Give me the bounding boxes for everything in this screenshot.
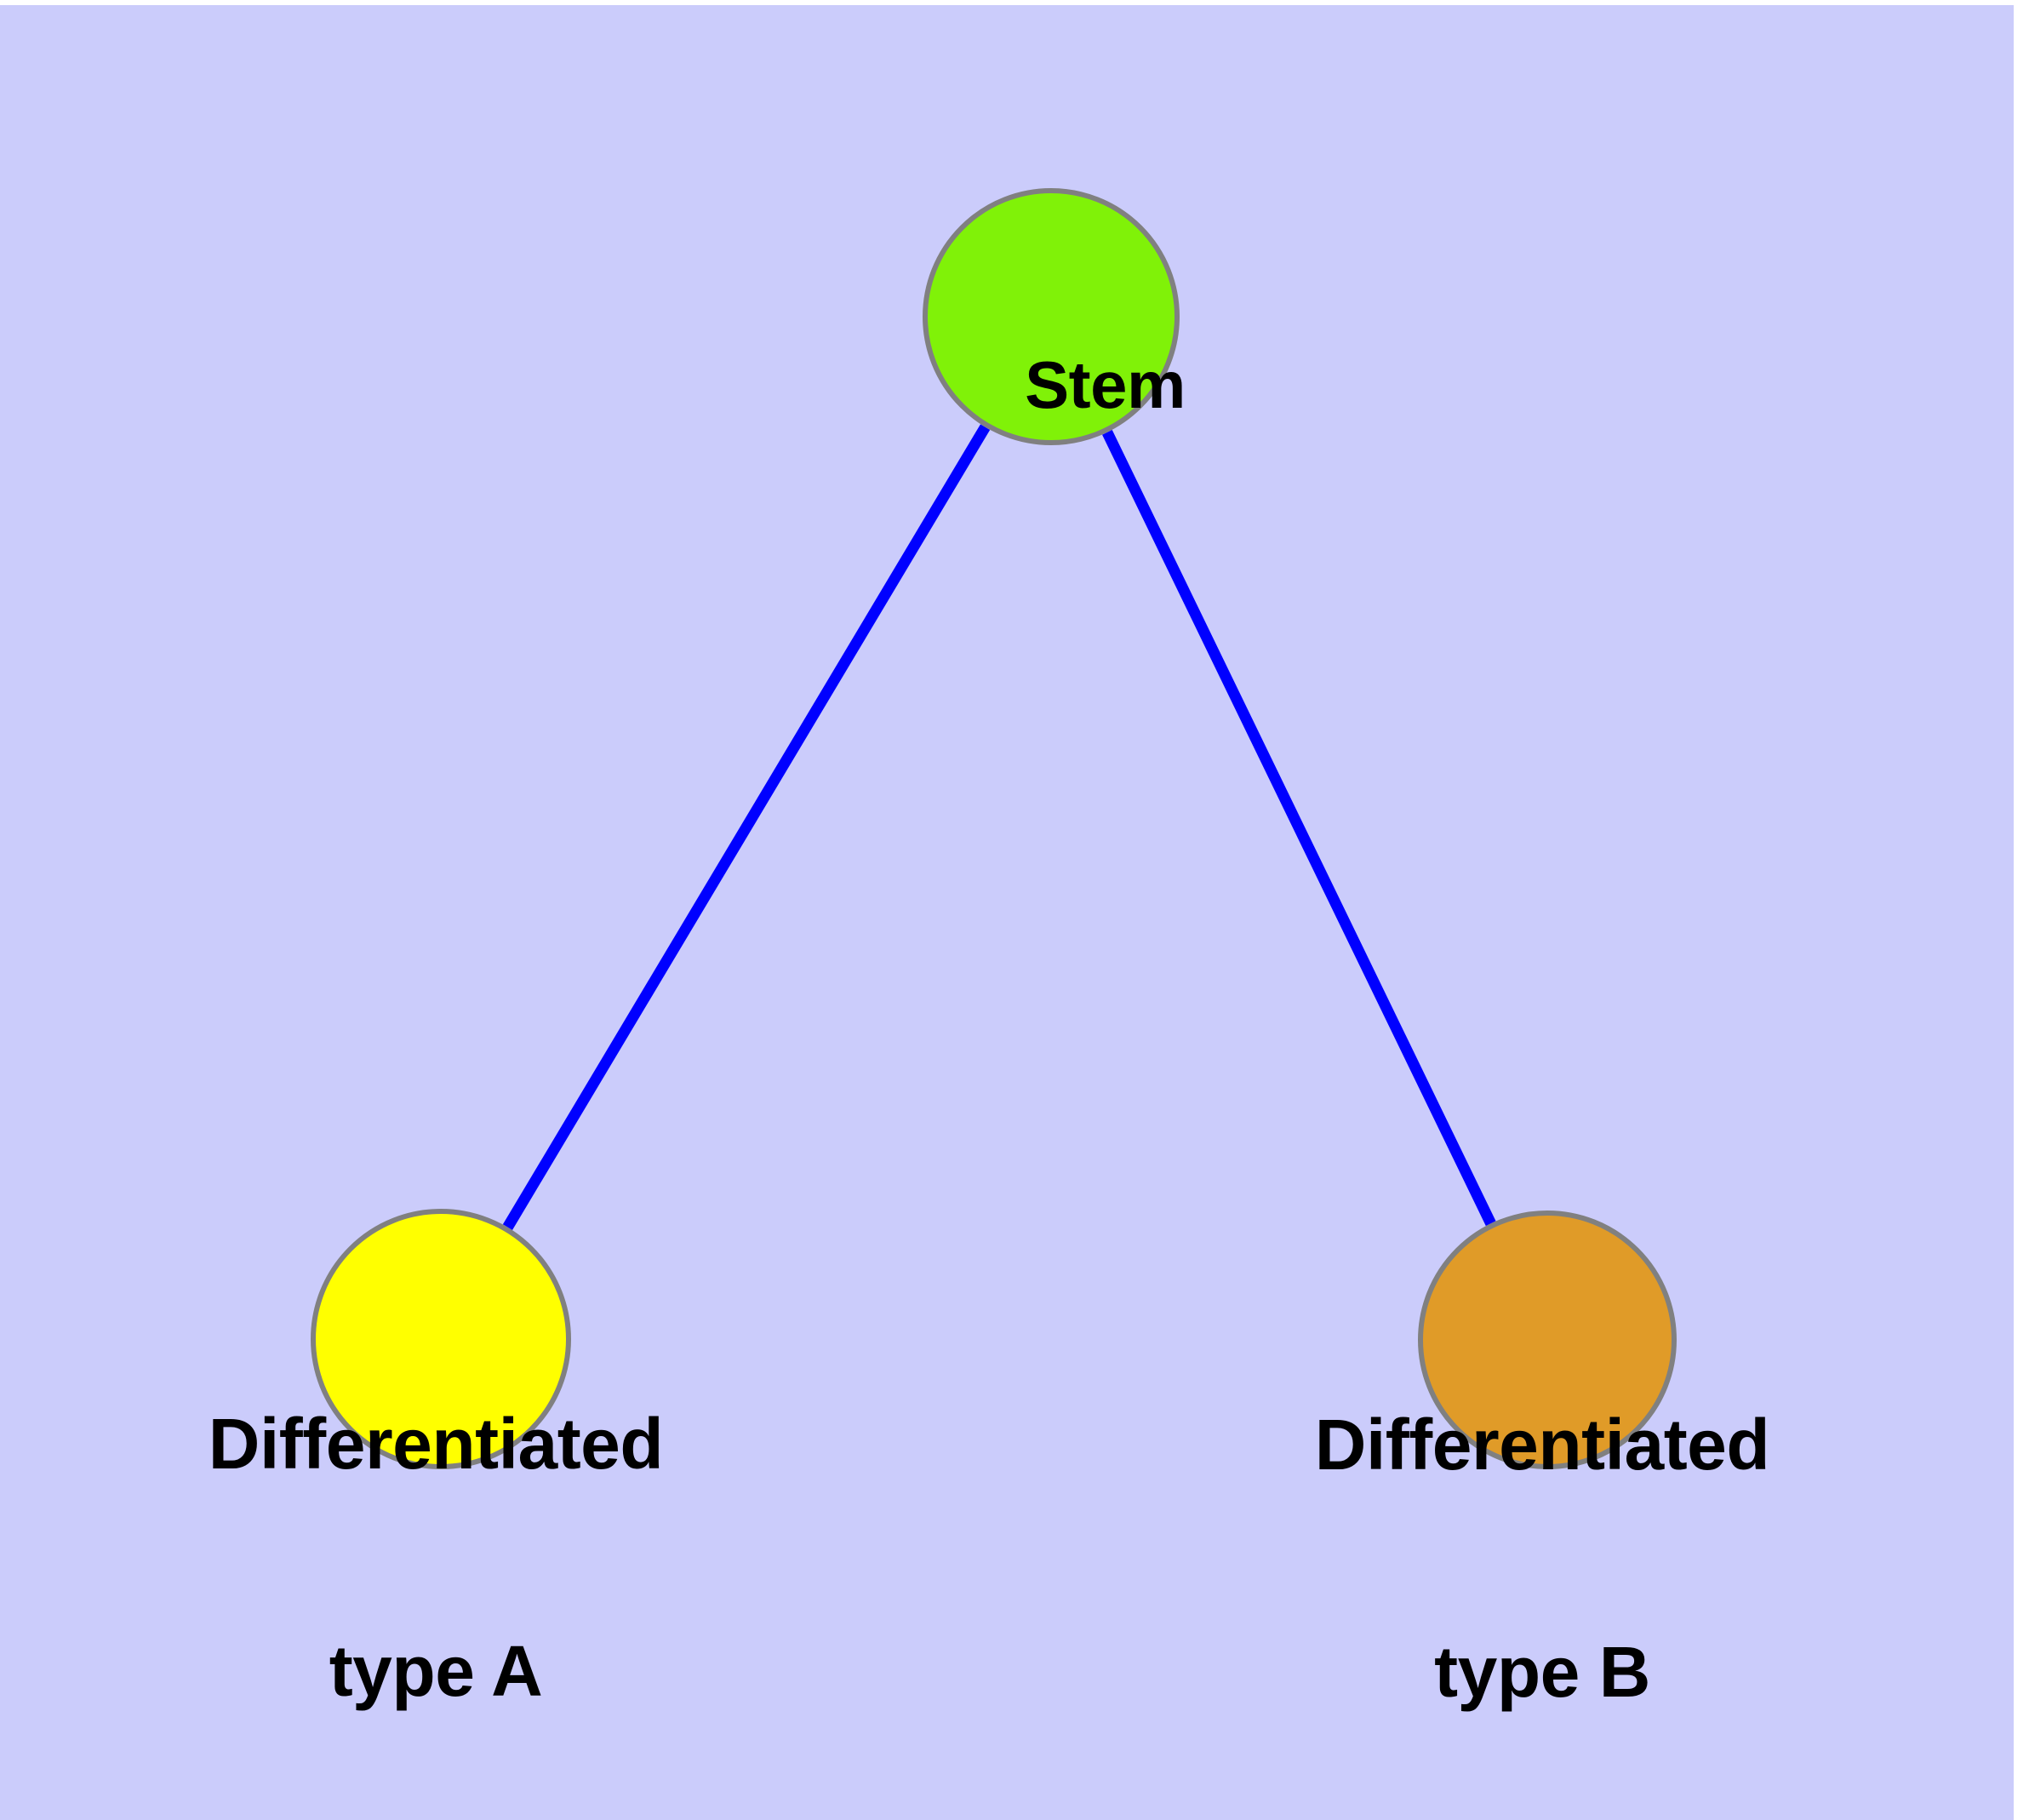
edge-group xyxy=(502,424,1496,1230)
edge-stem-to-differentiated-type-b[interactable] xyxy=(1102,430,1496,1227)
diagram-plot-area: Stem Differentiated type A Differentiate… xyxy=(0,5,2014,1820)
node-stem[interactable] xyxy=(923,188,1180,445)
graph-svg xyxy=(311,188,1677,1469)
node-differentiated-type-a[interactable] xyxy=(311,1209,571,1469)
node-group xyxy=(311,188,1677,1469)
node-differentiated-type-b[interactable] xyxy=(1418,1210,1677,1469)
edge-stem-to-differentiated-type-a[interactable] xyxy=(502,424,991,1230)
